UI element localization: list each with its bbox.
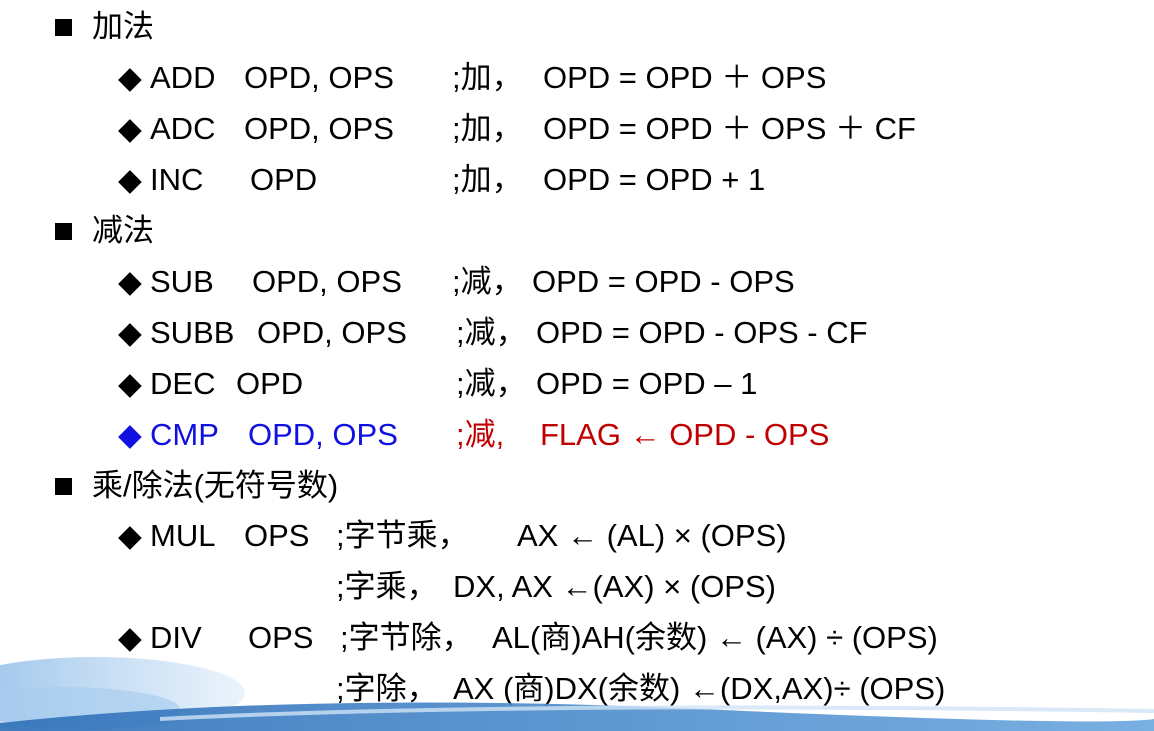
comment: ;减， xyxy=(452,264,523,299)
square-bullet-icon xyxy=(55,223,72,240)
operands: OPD, OPS xyxy=(252,264,402,299)
formula: OPD = OPD - OPS - CF xyxy=(536,315,868,350)
mnemonic: MUL xyxy=(150,518,216,553)
square-bullet-icon xyxy=(55,478,72,495)
operands: OPD xyxy=(236,366,304,401)
mnemonic: SUB xyxy=(150,264,214,299)
formula: OPD = OPD + 1 xyxy=(543,162,766,197)
formula: FLAG ← OPD - OPS xyxy=(540,417,830,452)
formula: OPD = OPD ＋ OPS xyxy=(543,60,827,95)
comment: ;加， xyxy=(452,60,523,95)
comment: ;字节乘， xyxy=(336,518,469,553)
comment: ;减， xyxy=(456,366,527,401)
mnemonic: ADD xyxy=(150,60,216,95)
diamond-bullet-icon: ◆ xyxy=(118,417,142,452)
diamond-bullet-icon: ◆ xyxy=(118,366,142,401)
section-title: 减法 xyxy=(92,213,154,248)
operands: OPS xyxy=(244,518,310,553)
mnemonic: INC xyxy=(150,162,204,197)
comment: ;字乘， xyxy=(336,569,438,604)
square-bullet-icon xyxy=(55,19,72,36)
section-title: 加法 xyxy=(92,9,154,44)
mnemonic: ADC xyxy=(150,111,216,146)
formula: AX ← (AL) × (OPS) xyxy=(517,518,787,553)
diamond-bullet-icon: ◆ xyxy=(118,620,142,655)
diamond-bullet-icon: ◆ xyxy=(118,60,142,95)
section-title: 乘/除法(无符号数) xyxy=(92,468,339,503)
formula: DX, AX ←(AX) × (OPS) xyxy=(453,569,776,604)
operands: OPD xyxy=(250,162,318,197)
operands: OPS xyxy=(248,620,314,655)
operands: OPD, OPS xyxy=(244,60,394,95)
formula: OPD = OPD - OPS xyxy=(532,264,795,299)
operands: OPD, OPS xyxy=(248,417,398,452)
comment: ;加， xyxy=(452,111,523,146)
formula: AL(商)AH(余数) ← (AX) ÷ (OPS) xyxy=(492,620,938,655)
comment: ;加， xyxy=(452,162,523,197)
diamond-bullet-icon: ◆ xyxy=(118,264,142,299)
diamond-bullet-icon: ◆ xyxy=(118,111,142,146)
mnemonic: SUBB xyxy=(150,315,235,350)
mnemonic: CMP xyxy=(150,417,219,452)
diamond-bullet-icon: ◆ xyxy=(118,518,142,553)
formula: OPD = OPD – 1 xyxy=(536,366,758,401)
comment: ;减, xyxy=(456,417,505,452)
comment: ;减， xyxy=(456,315,527,350)
diamond-bullet-icon: ◆ xyxy=(118,162,142,197)
formula: OPD = OPD ＋ OPS ＋ CF xyxy=(543,111,916,146)
formula: AX (商)DX(余数) ←(DX,AX)÷ (OPS) xyxy=(453,671,946,706)
operands: OPD, OPS xyxy=(244,111,394,146)
diamond-bullet-icon: ◆ xyxy=(118,315,142,350)
comment: ;字节除， xyxy=(340,620,473,655)
mnemonic: DEC xyxy=(150,366,216,401)
mnemonic: DIV xyxy=(150,620,202,655)
comment: ;字除， xyxy=(336,671,438,706)
operands: OPD, OPS xyxy=(257,315,407,350)
